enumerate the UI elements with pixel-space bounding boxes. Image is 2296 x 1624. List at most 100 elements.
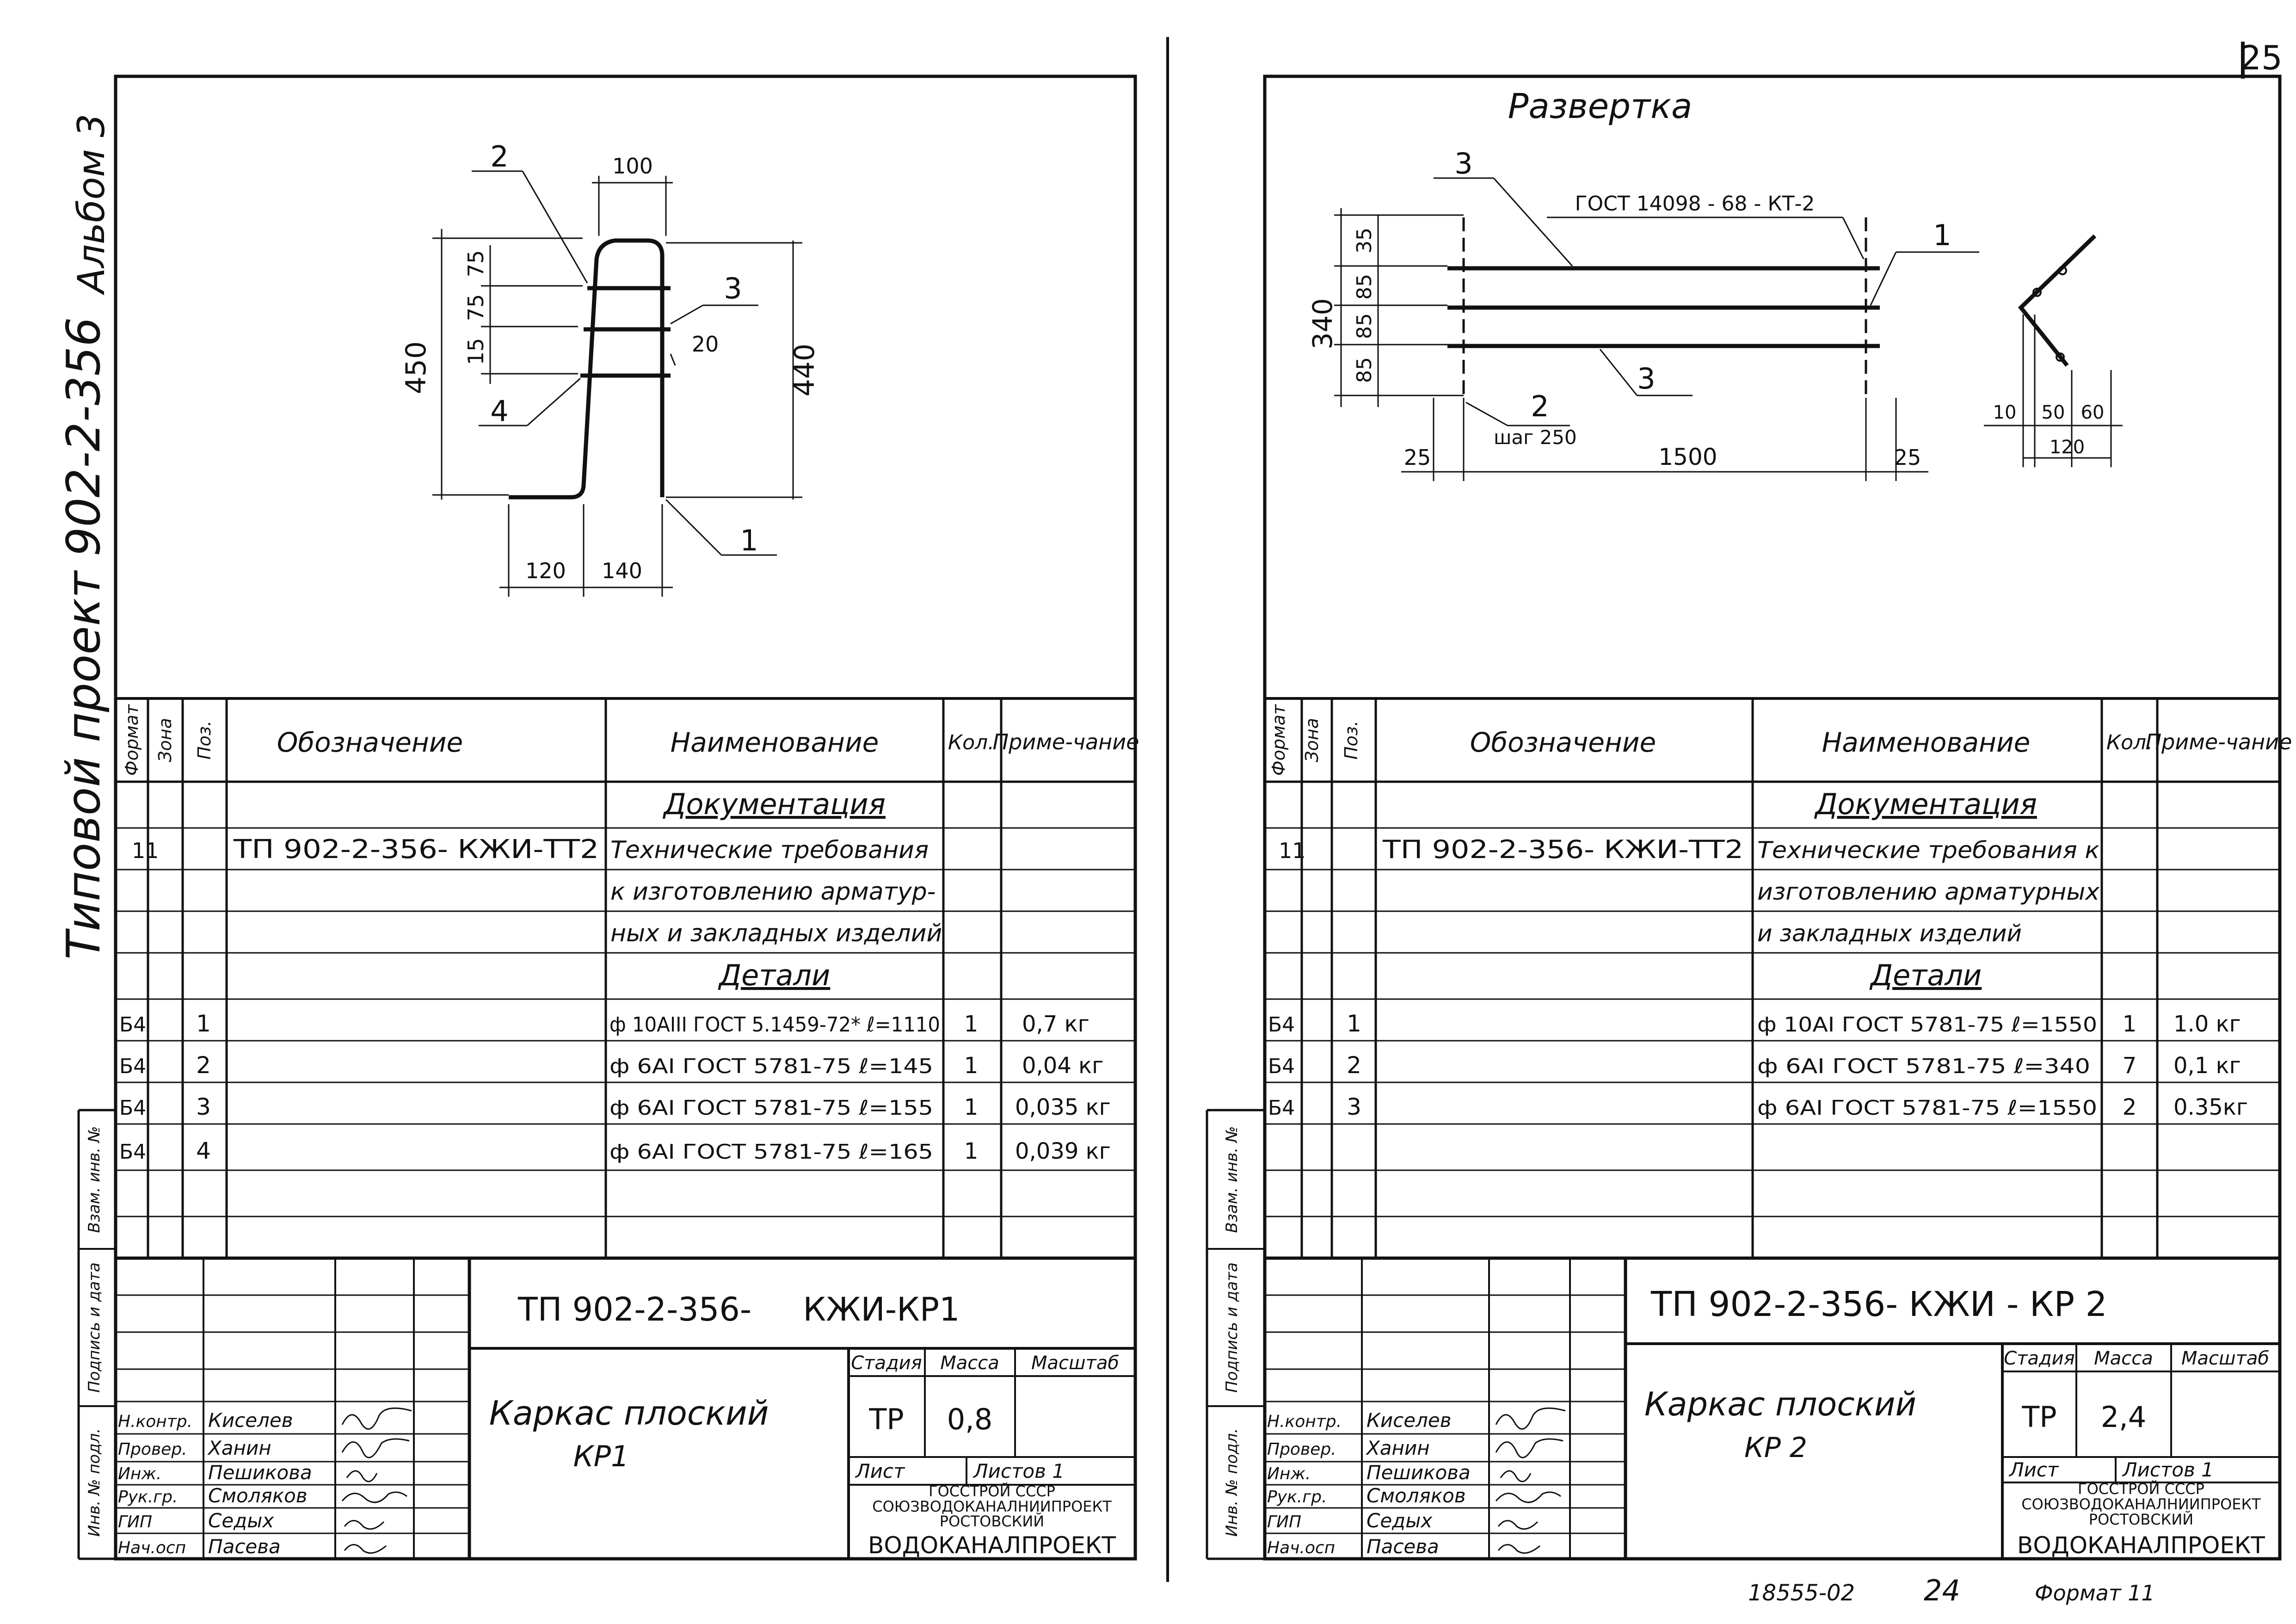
s2-gost: ГОСТ 14098 - 68 - КТ-2: [1575, 192, 1815, 216]
s2-title-1: Каркас плоский: [1644, 1385, 1916, 1423]
s2-p5-role: ГИП: [1267, 1513, 1301, 1531]
s2-dim-35: 35: [1353, 228, 1376, 253]
sheet2-drawing-text: Развертка ГОСТ 14098 - 68 - КТ-2 35 85 8…: [1307, 86, 2104, 470]
s1-d1-note: 0,7 кг: [1022, 1011, 1090, 1037]
sheet2-spec-header: Формат Зона Поз. Обозначение Наименовани…: [1268, 704, 2292, 776]
s2-sheets-label: Листов 1: [2122, 1458, 2214, 1481]
s1-mass: 0,8: [947, 1402, 993, 1436]
s2-d2-name: ф 6AI ГОСТ 5781-75 ℓ=340: [1757, 1055, 2090, 1078]
s2-p3-role: Инж.: [1267, 1464, 1311, 1483]
s1-d2-pos: 2: [196, 1052, 211, 1079]
s1-d1-name: ф 10AIII ГОСТ 5.1459-72* ℓ=1110: [609, 1013, 940, 1037]
s1-dim-75b: 75: [463, 250, 488, 278]
s2-sec-docs: Документация: [1814, 787, 2037, 821]
s2-d3-name: ф 6AI ГОСТ 5781-75 ℓ=1550: [1757, 1096, 2097, 1120]
s2-p4-name: Смоляков: [1367, 1484, 1466, 1507]
s1-h-pos: Поз.: [194, 721, 215, 760]
s1-d3-qty: 1: [964, 1094, 979, 1120]
s2-h-name: Наименование: [1822, 727, 2031, 758]
s1-callout-4: 4: [490, 394, 508, 428]
s2-title-2: КР 2: [1744, 1432, 1807, 1464]
s2-sec-details: Детали: [1869, 958, 1982, 992]
s1-side-inv: Инв. № подл.: [85, 1428, 104, 1537]
s1-dim-120: 120: [525, 558, 566, 583]
s2-h-designation: Обозначение: [1470, 727, 1656, 758]
s1-h-qty: Кол.: [948, 731, 994, 754]
s2-callout-2: 2: [1531, 389, 1549, 423]
sheet-2: [1206, 74, 2282, 1561]
s1-d2-note: 0,04 кг: [1022, 1053, 1103, 1079]
s2-d1-pos: 1: [1347, 1010, 1361, 1037]
project-label: Типовой проект 902-2-356: [56, 317, 111, 959]
s2-d2-qty: 7: [2123, 1053, 2137, 1079]
s2-stage-label: Стадия: [2004, 1348, 2074, 1369]
s2-org-big: ВОДОКАНАЛПРОЕКТ: [2017, 1532, 2265, 1559]
s1-d4-note: 0,039 кг: [1015, 1138, 1111, 1164]
frame-kr2-drawing: [1447, 217, 2097, 398]
s1-h-zone: Зона: [155, 718, 175, 762]
s2-side-vzam: Взам. инв. №: [1223, 1126, 1241, 1233]
s2-p5-name: Седых: [1367, 1509, 1433, 1532]
s1-p6-role: Нач.осп: [118, 1538, 186, 1557]
s1-title-2: КР1: [573, 1439, 629, 1473]
s2-h-pos: Поз.: [1341, 721, 1361, 760]
s2-drawing-title: Развертка: [1508, 86, 1693, 126]
s1-p5-role: ГИП: [118, 1513, 152, 1531]
s2-p3-name: Пешикова: [1367, 1461, 1471, 1484]
s1-p2-name: Ханин: [207, 1437, 271, 1459]
s2-dim-60: 60: [2081, 402, 2105, 423]
s2-code: ТП 902-2-356- КЖИ - КР 2: [1650, 1284, 2107, 1324]
s1-sec-details: Детали: [718, 958, 831, 992]
s1-p5-name: Седых: [208, 1509, 274, 1532]
sheet1-dimensions: 100 450 440 15 75 75 20 120 140 1 2 3 4: [400, 140, 821, 583]
s1-org-3: РОСТОВСКИЙ: [940, 1513, 1044, 1530]
s1-sec-docs: Документация: [662, 787, 886, 821]
s1-d3-name: ф 6AI ГОСТ 5781-75 ℓ=155: [609, 1096, 933, 1120]
frame-kr1-drawing: [509, 238, 671, 500]
s1-doc-name-3: ных и закладных изделий: [610, 920, 942, 947]
s2-org-2: СОЮЗВОДОКАНАЛНИИПРОЕКТ: [2021, 1495, 2261, 1513]
s2-callout-3a: 3: [1454, 147, 1472, 180]
s1-dim-140: 140: [602, 558, 642, 583]
bottom-code: 18555-02: [1748, 1580, 1855, 1606]
s1-org-big: ВОДОКАНАЛПРОЕКТ: [868, 1532, 1116, 1559]
s1-stage: ТР: [868, 1402, 904, 1436]
s2-d3-qty: 2: [2123, 1094, 2137, 1120]
s2-h-format: Формат: [1268, 704, 1289, 776]
s2-d2-format: Б4: [1268, 1055, 1295, 1078]
s1-d2-name: ф 6AI ГОСТ 5781-75 ℓ=145: [609, 1055, 933, 1078]
s2-p1-name: Киселев: [1367, 1409, 1451, 1432]
sheet1-spec-header: Формат Зона Поз. Обозначение Наименовани…: [122, 704, 1139, 776]
s1-p1-name: Киселев: [208, 1409, 293, 1432]
s2-d1-qty: 1: [2123, 1011, 2137, 1037]
s1-dim-20: 20: [692, 332, 719, 357]
s1-dim-100: 100: [612, 154, 653, 179]
s1-title-1: Каркас плоский: [489, 1394, 769, 1433]
s2-d1-format: Б4: [1268, 1013, 1295, 1037]
sheet1-title-block: ТП 902-2-356- КЖИ-КР1 Каркас плоский КР1…: [118, 1291, 1119, 1559]
s1-doc-name-2: к изготовлению арматур-: [610, 878, 936, 906]
s1-doc-designation: ТП 902-2-356- КЖИ-ТТ2: [233, 834, 599, 864]
s1-side-vzam: Взам. инв. №: [85, 1126, 104, 1233]
s2-doc-name-1: Технические требования к: [1757, 837, 2099, 864]
s2-doc-name-2: изготовлению арматурных: [1757, 878, 2099, 905]
s2-dim-120: 120: [2050, 437, 2085, 458]
s2-callout-1: 1: [1933, 218, 1951, 252]
s2-callout-3b: 3: [1637, 362, 1655, 395]
s1-dim-450: 450: [400, 341, 432, 395]
s1-d3-pos: 3: [196, 1093, 211, 1120]
s2-side-inv: Инв. № подл.: [1223, 1428, 1241, 1537]
s1-d3-format: Б4: [119, 1096, 146, 1120]
sheet1-spec-body: Документация 11 ТП 902-2-356- КЖИ-ТТ2 Те…: [119, 787, 1111, 1164]
album-label: Альбом 3: [70, 114, 113, 296]
s2-d1-note: 1.0 кг: [2173, 1011, 2241, 1037]
s2-p1-role: Н.контр.: [1267, 1412, 1342, 1431]
s1-p1-role: Н.контр.: [118, 1412, 192, 1431]
sheet2-spec-body: Документация 11 ТП 902-2-356- КЖИ-ТТ2 Те…: [1268, 787, 2248, 1120]
s1-org-2: СОЮЗВОДОКАНАЛНИИПРОЕКТ: [872, 1498, 1112, 1515]
s2-dim-85b: 85: [1353, 313, 1376, 339]
s2-mass: 2,4: [2101, 1400, 2147, 1434]
s1-h-note: Приме-чание: [993, 729, 1139, 754]
side-strip-labels: Инв. № подл. Подпись и дата Взам. инв. №…: [85, 1126, 1241, 1537]
s2-p2-name: Ханин: [1366, 1437, 1430, 1459]
